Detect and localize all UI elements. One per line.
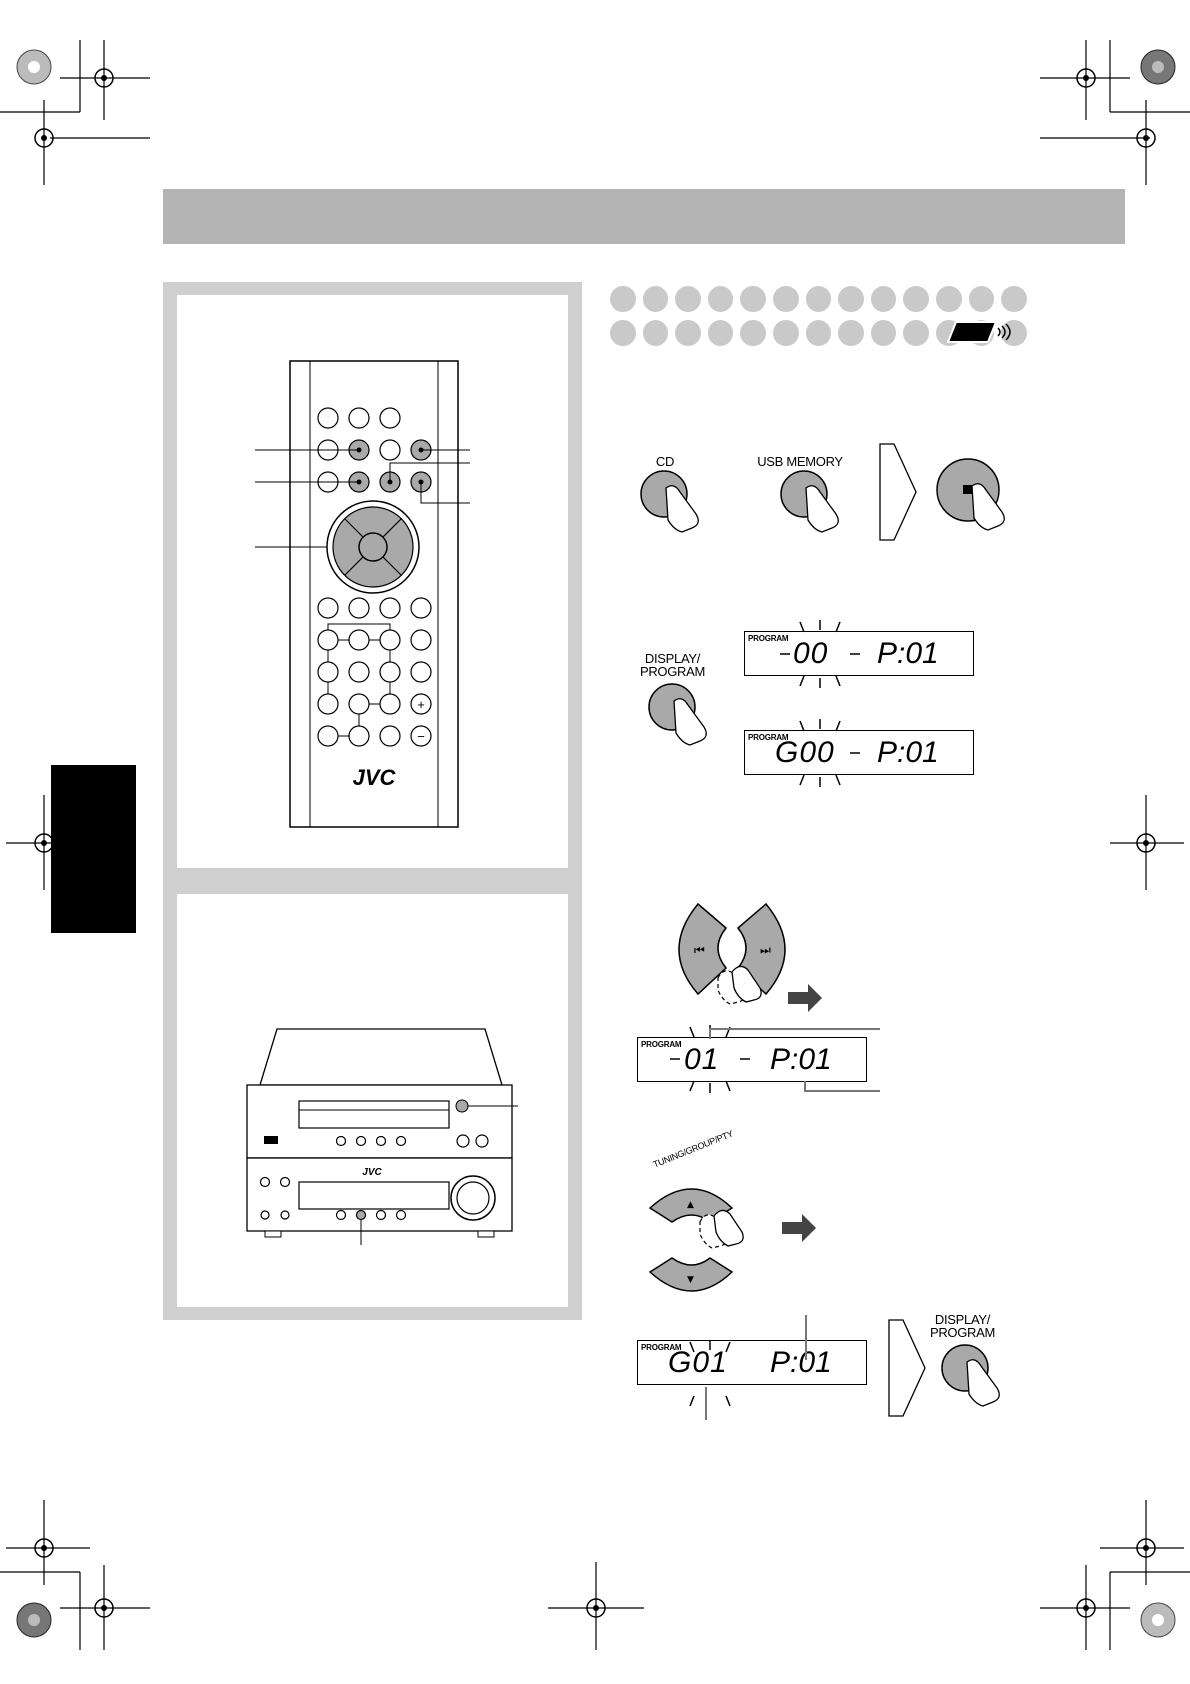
program-tag: PROGRAM bbox=[641, 1040, 682, 1049]
cd-button-label: CD bbox=[655, 454, 675, 469]
display-program-label-line2-final: PROGRAM bbox=[929, 1325, 996, 1340]
main-unit-illustration: JVC bbox=[246, 1028, 518, 1245]
step-arrow-1 bbox=[879, 443, 917, 541]
program-tag: PROGRAM bbox=[748, 733, 789, 742]
blink-rays-1 bbox=[780, 620, 860, 688]
display-program-button[interactable] bbox=[644, 681, 724, 751]
tuning-down-button[interactable] bbox=[648, 1257, 734, 1292]
blink-rays-4 bbox=[689, 1315, 807, 1420]
display-program-label-line2: PROGRAM bbox=[639, 664, 706, 679]
program-step: P:01 bbox=[770, 1043, 832, 1076]
arrow-right-icon bbox=[788, 984, 822, 1012]
skip-back-button[interactable] bbox=[678, 902, 728, 996]
blink-rays-2 bbox=[799, 719, 860, 787]
usb-memory-button[interactable] bbox=[776, 468, 856, 538]
section-header-bar bbox=[163, 189, 1125, 244]
program-display-4: PROGRAM G01 P:01 bbox=[637, 1340, 867, 1385]
program-group-number: 00 bbox=[793, 637, 829, 670]
program-step: P:01 bbox=[877, 637, 939, 670]
remote-signal-icon bbox=[946, 321, 1011, 343]
tuning-buttons: ▲ ▼ bbox=[648, 1188, 816, 1292]
usb-memory-button-label: USB MEMORY bbox=[757, 454, 843, 469]
down-triangle-icon: ▼ bbox=[687, 1275, 694, 1285]
program-step: P:01 bbox=[770, 1346, 832, 1379]
skip-forward-icon: ⏭ bbox=[760, 943, 771, 957]
blink-rays-3 bbox=[670, 1025, 880, 1093]
unit-brand-logo: JVC bbox=[362, 1167, 382, 1178]
remote-brand-logo: JVC bbox=[353, 765, 397, 790]
program-group-number: G00 bbox=[775, 736, 835, 769]
section-title-dots-row-1 bbox=[610, 286, 1027, 312]
language-side-tab bbox=[51, 765, 136, 933]
program-step: P:01 bbox=[877, 736, 939, 769]
skip-buttons: ⏮ ⏭ bbox=[678, 902, 822, 1012]
volume-minus-label: − bbox=[417, 729, 425, 744]
program-group-number: G01 bbox=[668, 1346, 728, 1379]
volume-plus-label: + bbox=[417, 697, 425, 712]
arrow-right-icon bbox=[782, 1214, 816, 1242]
program-tag: PROGRAM bbox=[748, 634, 789, 643]
tuning-up-button[interactable] bbox=[648, 1188, 734, 1223]
step-arrow-2 bbox=[888, 1319, 926, 1417]
cd-button[interactable] bbox=[636, 468, 716, 538]
skip-back-icon: ⏮ bbox=[694, 943, 705, 957]
program-track-number: 01 bbox=[684, 1043, 720, 1076]
section-title-dots-row-2 bbox=[610, 320, 1027, 346]
up-triangle-icon: ▲ bbox=[687, 1200, 694, 1210]
stop-button[interactable] bbox=[934, 456, 1014, 536]
remote-control-illustration: + − JVC bbox=[255, 360, 470, 828]
display-program-label-line1: DISPLAY/ bbox=[644, 651, 701, 666]
program-tag: PROGRAM bbox=[641, 1343, 682, 1352]
display-program-label-line1-final: DISPLAY/ bbox=[934, 1312, 991, 1327]
display-program-button-final[interactable] bbox=[937, 1342, 1017, 1412]
